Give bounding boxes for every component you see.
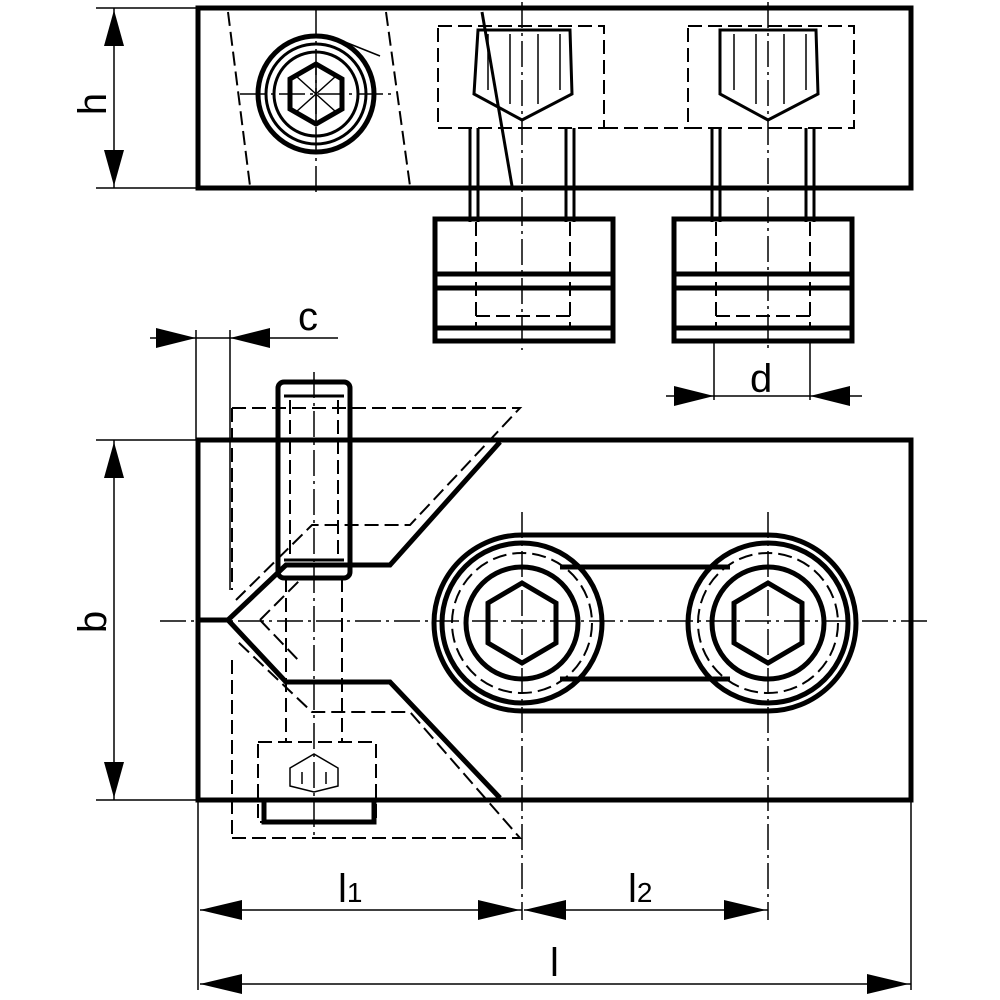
dimension-c-label: c (298, 295, 318, 339)
dimension-l1-label: l1 (338, 867, 362, 911)
dimension-d-label: d (750, 357, 772, 401)
dimension-b: b (71, 439, 198, 801)
dimension-l1: l1 (197, 800, 522, 990)
top-hidden-pocket-1 (437, 11, 605, 222)
top-hidden-pocket-2 (687, 25, 855, 222)
dimension-l: l (200, 800, 912, 994)
dimension-l2-label: l2 (628, 867, 652, 911)
dimension-l2: l2 (524, 867, 768, 920)
top-t-nut-2 (671, 216, 855, 344)
dimension-b-label: b (71, 611, 115, 633)
dimension-l-label: l (550, 941, 559, 985)
top-hidden-slant-1 (227, 11, 251, 187)
plan-slot (431, 532, 859, 714)
dimension-h: h (71, 7, 198, 189)
top-t-nut-1 (432, 200, 616, 350)
plan-vertical-screw (275, 372, 353, 840)
dimension-c: c (150, 295, 338, 590)
plan-body-outline (195, 437, 914, 803)
plan-lower-screw-head (257, 741, 377, 825)
top-hidden-slant-2 (385, 11, 411, 187)
plan-v-jaw (200, 407, 523, 839)
top-view (195, 2, 914, 350)
top-round-screw (240, 10, 392, 196)
plan-view (160, 372, 930, 920)
dimension-d: d (666, 340, 862, 406)
dimension-h-label: h (71, 93, 115, 115)
top-body-outline (195, 5, 914, 191)
